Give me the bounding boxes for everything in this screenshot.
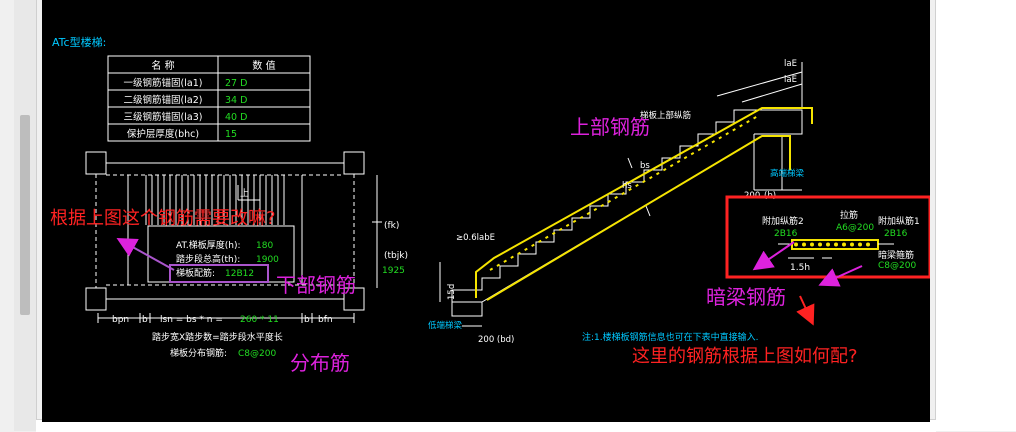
section-bs-label: bs: [640, 161, 650, 171]
vertical-scrollbar[interactable]: [14, 0, 37, 431]
table-row-value[interactable]: 34 D: [225, 95, 247, 106]
plan-lsn-value[interactable]: 260 * 11: [240, 315, 279, 325]
parameter-table: [107, 55, 311, 142]
table-header-name: 名 称: [151, 59, 174, 72]
section-rebar: [475, 107, 813, 301]
plan-b-label: b: [142, 315, 148, 325]
plan-step-formula: 踏步宽X踏步数=踏步段水平度长: [152, 331, 283, 343]
section-anchor-label: ≥0.6labE: [456, 233, 495, 243]
beam-add-rebar2-value[interactable]: 2B16: [774, 229, 798, 239]
right-side-panel: [935, 0, 1016, 431]
table-row-value[interactable]: 27 D: [225, 78, 247, 89]
cad-drawing-canvas[interactable]: ATc型楼梯: 名 称 数 值 一级钢筋锚固(la1) 27 D 二级钢筋锚固(…: [42, 0, 932, 422]
plan-tbjk-label: (tbjk): [384, 251, 408, 261]
plan-height-value[interactable]: 1900: [256, 255, 279, 265]
scrollbar-thumb[interactable]: [20, 115, 30, 315]
annotation-arrow: [752, 241, 795, 271]
beam-tie-label: 拉筋: [840, 209, 858, 221]
beam-tie-value[interactable]: A6@200: [836, 223, 874, 233]
plan-rebar-value[interactable]: 12B12: [225, 269, 254, 279]
rebar-highlight-box: [169, 264, 269, 283]
plan-fk-label: (fk): [384, 221, 399, 231]
annotation-question-top: 根据上图这个钢筋需要改嘛?: [50, 208, 276, 229]
section-dim-200bd: 200 (bd): [478, 335, 514, 345]
section-laE-label: laE: [784, 59, 797, 69]
annotation-arrow: [818, 265, 863, 287]
table-row-value[interactable]: 15: [225, 129, 237, 140]
plan-bfn-label: bfn: [318, 315, 333, 325]
table-row-value[interactable]: 40 D: [225, 112, 247, 123]
plan-distribution-label: 梯板分布钢筋:: [170, 347, 227, 359]
beam-detail: [778, 239, 894, 259]
table-header-value: 数 值: [252, 59, 275, 72]
plan-thickness-value[interactable]: 180: [256, 241, 273, 251]
annotation-hidden-beam-rebar: 暗梁钢筋: [706, 285, 786, 309]
table-row-name: 一级钢筋锚固(la1): [124, 77, 203, 89]
annotation-distribution-rebar: 分布筋: [290, 351, 350, 375]
beam-dim-15h: 1.5h: [790, 263, 810, 273]
section-low-beam-label: 低端梯梁: [428, 320, 463, 331]
plan-bpn-label: bpn: [112, 315, 129, 325]
drawing-title: ATc型楼梯:: [52, 35, 106, 49]
beam-add-rebar2-label: 附加纵筋2: [762, 215, 804, 227]
plan-height-label: 踏步段总高(th):: [176, 253, 240, 265]
section-dim-15d: 15d: [447, 284, 457, 300]
plan-lsn-formula: lsn = bs * n =: [160, 315, 223, 325]
plan-rebar-label: 梯板配筋:: [176, 267, 215, 279]
plan-tbjk-value[interactable]: 1925: [382, 266, 405, 276]
annotation-arrow: [796, 295, 815, 326]
beam-stirrup-label: 暗梁箍筋: [878, 249, 914, 261]
plan-b-label: b: [304, 315, 310, 325]
table-row-name: 二级钢筋锚固(la2): [124, 94, 203, 106]
annotation-bottom-rebar: 下部钢筋: [276, 273, 356, 297]
table-row-name: 三级钢筋锚固(la3): [124, 111, 203, 123]
beam-add-rebar1-value[interactable]: 2B16: [884, 229, 908, 239]
plan-thickness-label: AT.梯板厚度(h):: [176, 239, 241, 251]
annotation-question-bottom: 这里的钢筋根据上图如何配?: [632, 346, 858, 367]
section-high-beam-label: 高端梯梁: [770, 168, 805, 179]
annotation-top-rebar: 上部钢筋: [570, 115, 650, 139]
section-laE-label: laE: [784, 75, 797, 85]
annotation-arrow: [116, 238, 175, 271]
table-row-name: 保护层厚度(bhc): [127, 128, 199, 140]
plan-up-label: 上: [240, 188, 249, 199]
section-note: 注:1.楼梯板钢筋信息也可在下表中直接输入.: [582, 331, 758, 343]
plan-distribution-value[interactable]: C8@200: [238, 349, 276, 359]
section-hs-label: hs: [622, 181, 632, 191]
section-top-rebar-label: 梯板上部纵筋: [640, 110, 691, 121]
stair-plan-view: [85, 151, 382, 323]
beam-stirrup-value[interactable]: C8@200: [878, 261, 916, 271]
beam-add-rebar1-label: 附加纵筋1: [878, 215, 920, 227]
